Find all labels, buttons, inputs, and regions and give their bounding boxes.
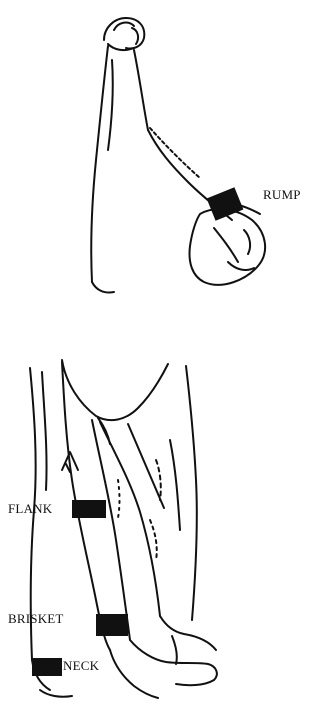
rump-marker [207, 187, 244, 220]
carcass-front-outline [30, 360, 217, 698]
flank-label: FLANK [8, 502, 52, 515]
brisket-label: BRISKET [8, 612, 64, 625]
neck-marker [32, 658, 62, 676]
brisket-marker [96, 614, 128, 636]
hindquarter-side-outline [91, 18, 265, 293]
flank-marker [72, 500, 106, 518]
neck-label: NECK [63, 659, 99, 672]
rump-label: RUMP [263, 188, 301, 201]
